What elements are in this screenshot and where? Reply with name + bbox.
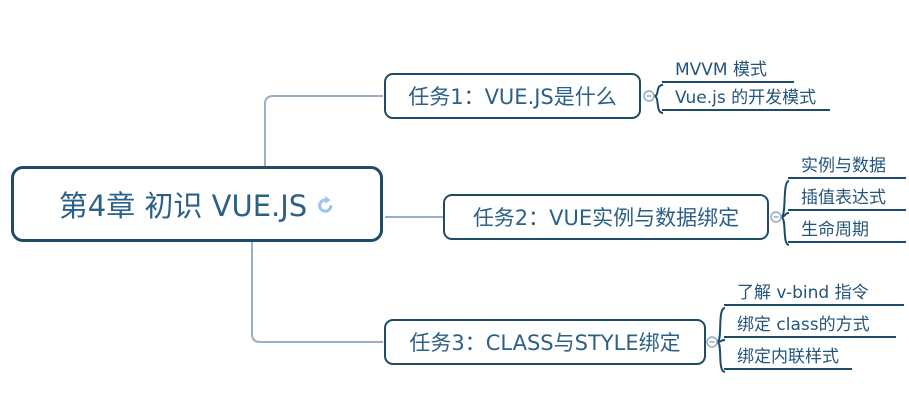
- connector-branch3-child3: [716, 341, 726, 373]
- collapse-button-branch2[interactable]: [770, 211, 782, 223]
- subtopic-instance-and-data[interactable]: 实例与数据: [788, 154, 906, 179]
- subtopic-bind-class[interactable]: 绑定 class的方式: [724, 313, 896, 338]
- collapse-button-branch3[interactable]: [706, 336, 718, 348]
- connector-root-branch3: [251, 242, 383, 343]
- root-topic-label: 第4章 初识 VUE.JS: [58, 189, 308, 223]
- subtopic-vuejs-dev-pattern[interactable]: Vue.js 的开发模式: [662, 86, 830, 111]
- subtopic-mvvm-pattern[interactable]: MVVM 模式: [662, 58, 794, 83]
- subtopic-lifecycle[interactable]: 生命周期: [788, 218, 906, 243]
- branch-topic-3[interactable]: 任务3：CLASS与STYLE绑定: [384, 319, 706, 365]
- connector-branch2-child3: [780, 216, 790, 246]
- branch-topic-2[interactable]: 任务2：VUE实例与数据绑定: [443, 194, 769, 240]
- subtopic-bind-inline-style[interactable]: 绑定内联样式: [724, 345, 852, 370]
- subtopic-interpolation-expression[interactable]: 插值表达式: [788, 186, 906, 211]
- branch-topic-1[interactable]: 任务1：VUE.JS是什么: [384, 73, 641, 119]
- collapse-button-branch1[interactable]: [643, 90, 655, 102]
- connector-branch1-child2: [653, 95, 664, 114]
- root-topic[interactable]: 第4章 初识 VUE.JS: [11, 166, 383, 242]
- connector-root-branch1: [264, 95, 383, 166]
- subtopic-vbind-directive[interactable]: 了解 v-bind 指令: [724, 281, 904, 306]
- curved-arrow-icon[interactable]: [316, 195, 335, 215]
